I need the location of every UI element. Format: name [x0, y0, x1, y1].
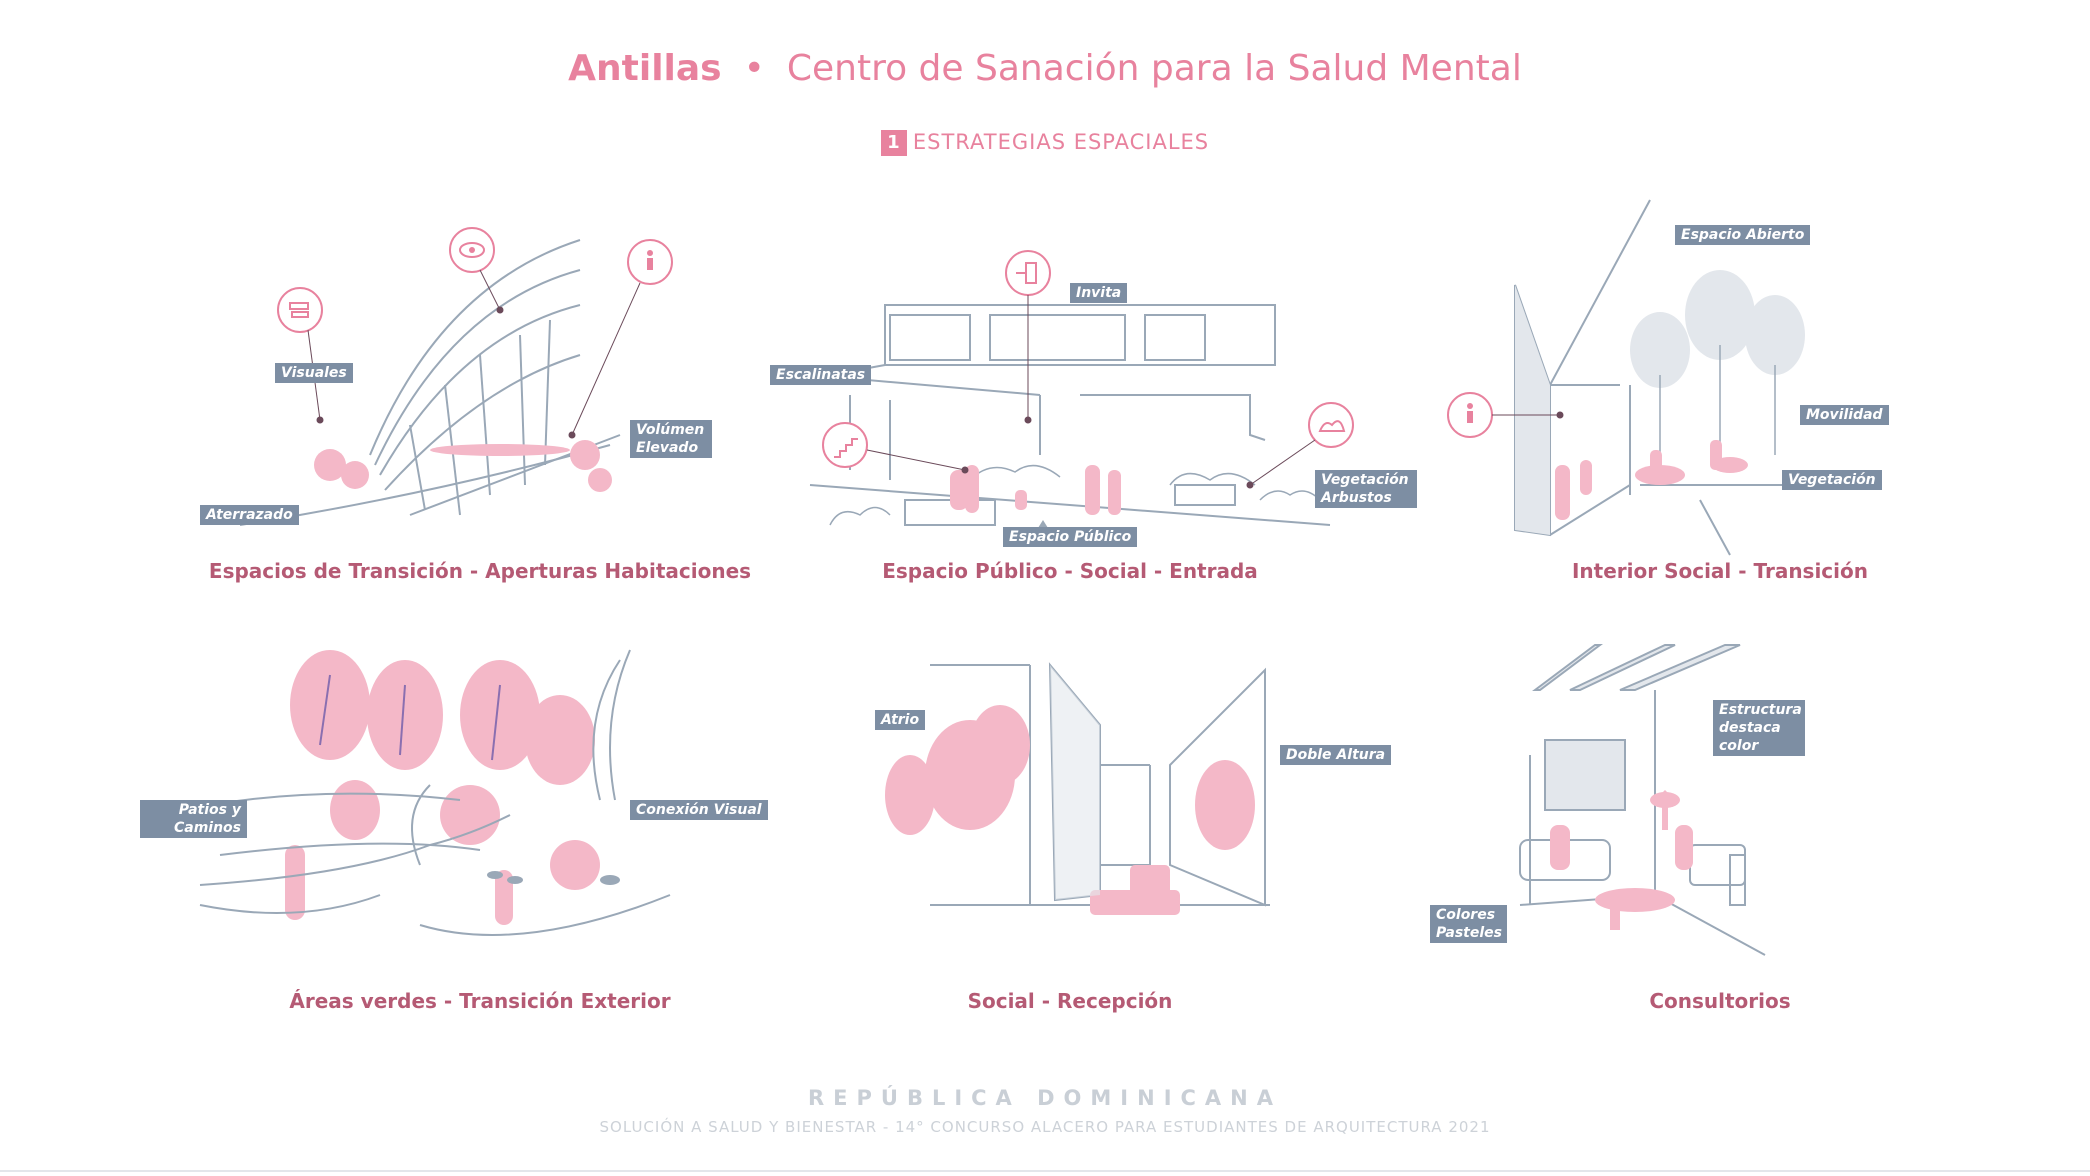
- panel-caption: Espacios de Transición - Aperturas Habit…: [208, 559, 752, 583]
- panel-caption: Social - Recepción: [967, 989, 1173, 1013]
- shrub-icon: [1318, 420, 1346, 432]
- layers-icon: [289, 302, 309, 318]
- brand-name: Antillas: [568, 48, 722, 89]
- tag-conexion-visual: Conexión Visual: [630, 800, 768, 820]
- tag-patios-y-caminos: Patios y Caminos: [140, 800, 247, 838]
- tag-visuales: Visuales: [275, 363, 353, 383]
- person-icon: [1467, 403, 1473, 423]
- tag-espacio-publico: Espacio Público: [1003, 527, 1138, 547]
- tag-estructura-destaca-color: Estructura destaca color: [1713, 700, 1805, 756]
- tag-aterrazado: Aterrazado: [200, 505, 299, 525]
- stairs-icon: [834, 438, 858, 458]
- panel-4-illustration: [199, 649, 671, 936]
- title-separator: •: [743, 48, 765, 89]
- page-title: Antillas • Centro de Sanación para la Salu…: [0, 48, 2090, 89]
- section-label: ESTRATEGIAS ESPACIALES: [912, 130, 1210, 154]
- panel-3-illustration: [1447, 199, 1840, 556]
- section-number: 1: [880, 130, 907, 156]
- tag-vegetacion-arbustos: Vegetación Arbustos: [1315, 470, 1417, 508]
- panel-public-space: Invita Escalinatas Vegetación Arbustos E…: [770, 225, 1417, 583]
- eye-icon: [459, 242, 485, 258]
- bottom-divider: [0, 1170, 2090, 1172]
- tag-vegetacion: Vegetación: [1782, 470, 1882, 490]
- tag-volumen-elevado: Volúmen Elevado: [630, 420, 712, 458]
- panel-caption: Espacio Público - Social - Entrada: [882, 559, 1258, 583]
- panel-caption: Interior Social - Transición: [1571, 559, 1868, 583]
- footer-country: REPÚBLICA DOMINICANA: [807, 1086, 1282, 1110]
- panel-6-illustration: [1519, 644, 1766, 956]
- tag-movilidad: Movilidad: [1800, 405, 1889, 425]
- tag-colores-pasteles: Colores Pasteles: [1430, 905, 1507, 943]
- door-exit-icon: [1016, 262, 1037, 284]
- panel-social-reception: Atrio Doble Altura Social - Recepción: [770, 645, 1392, 1013]
- page-subtitle: Centro de Sanación para la Salud Mental: [786, 48, 1522, 89]
- tag-atrio: Atrio: [875, 710, 926, 730]
- tag-invita: Invita: [1070, 283, 1128, 303]
- footer-subtitle: SOLUCIÓN A SALUD Y BIENESTAR - 14° CONCU…: [599, 1118, 1491, 1136]
- person-icon: [647, 250, 653, 270]
- panel-caption: Consultorios: [1649, 989, 1791, 1013]
- panel-caption: Áreas verdes - Transición Exterior: [289, 989, 671, 1013]
- panel-5-illustration: [885, 662, 1270, 915]
- panel-green-areas: Patios y Caminos Conexión Visual Áreas v…: [140, 645, 780, 1013]
- tag-escalinatas: Escalinatas: [770, 365, 872, 385]
- panel-interior-social: Espacio Abierto Movilidad Vegetación Int…: [1420, 199, 2020, 583]
- tag-doble-altura: Doble Altura: [1280, 745, 1392, 765]
- panel-transition-spaces: Visuales Volúmen Elevado Aterrazado Espa…: [180, 225, 780, 583]
- panel-consulting-rooms: Estructura destaca color Colores Pastele…: [1420, 644, 2020, 1013]
- tag-espacio-abierto: Espacio Abierto: [1675, 225, 1811, 245]
- panel-2-illustration: [809, 250, 1354, 528]
